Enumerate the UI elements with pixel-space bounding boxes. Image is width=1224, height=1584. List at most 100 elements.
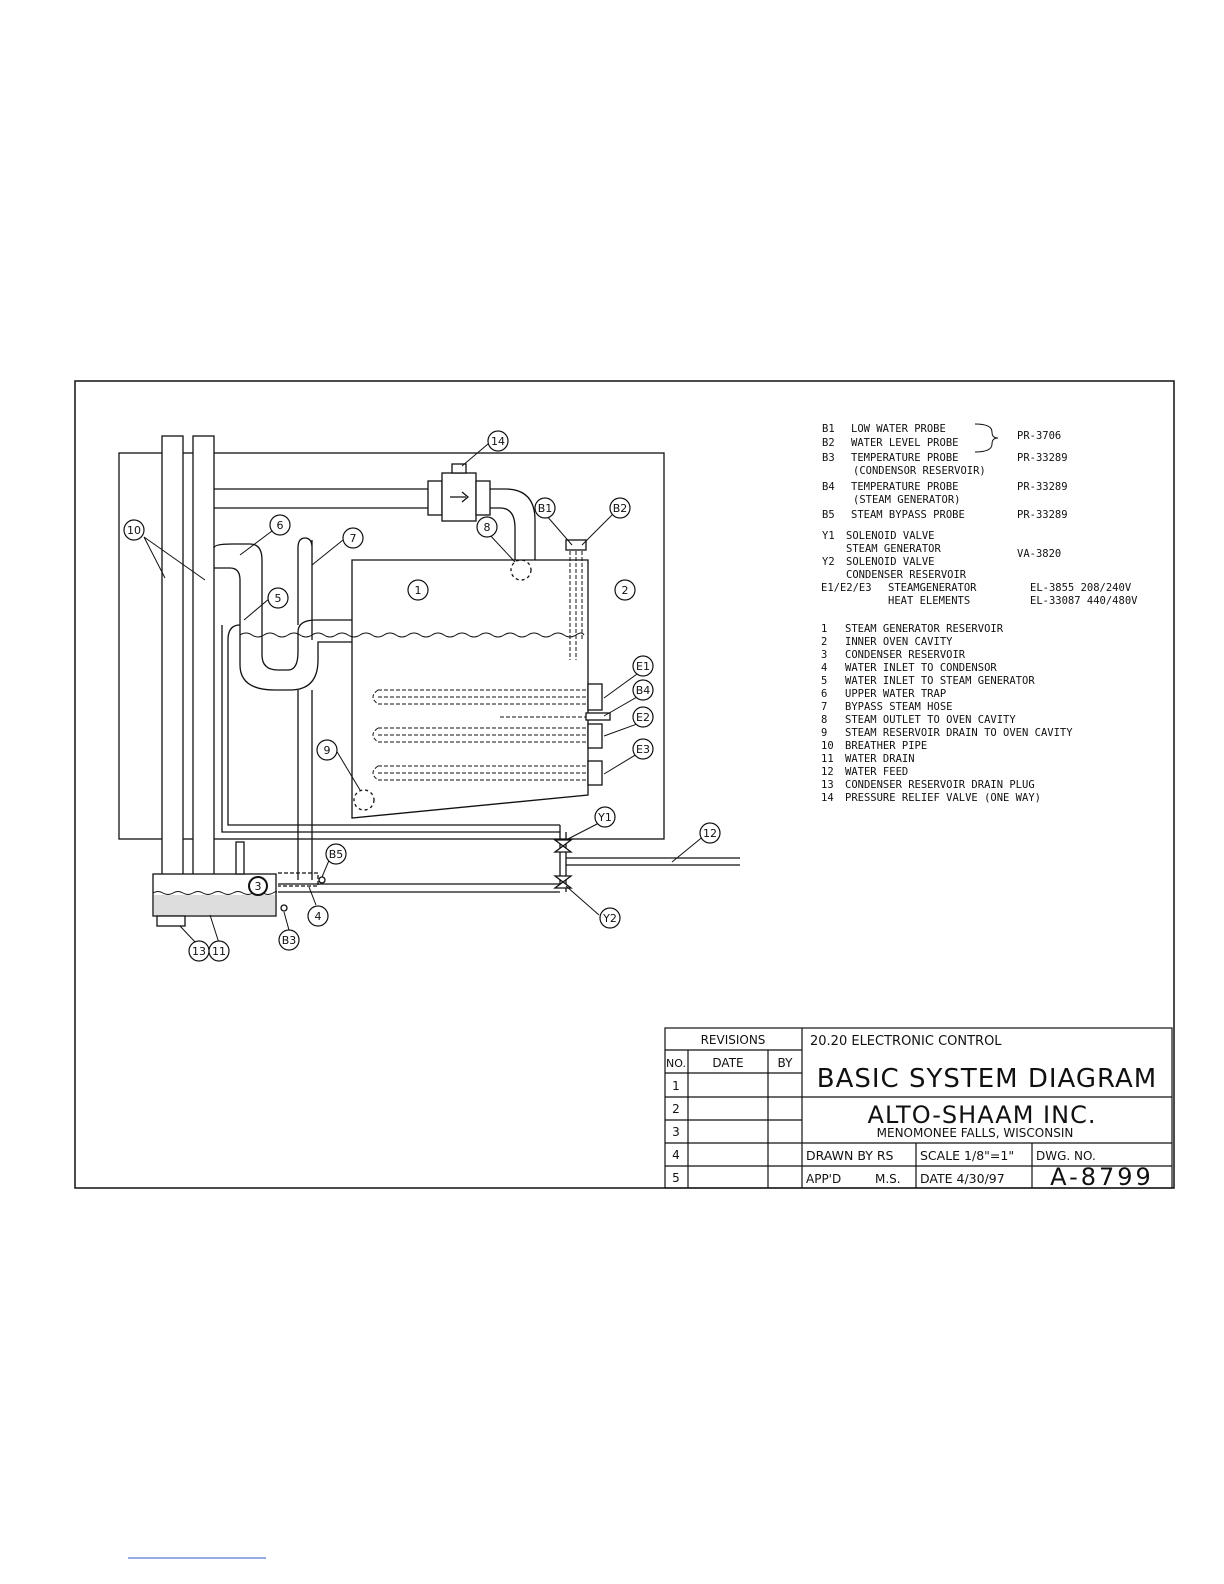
svg-text:8: 8 (484, 521, 491, 534)
probe-head (565, 539, 587, 551)
component-name: BYPASS STEAM HOSE (845, 701, 952, 713)
valve-name: SOLENOID VALVE (846, 556, 935, 568)
component-number: 4 (821, 662, 827, 674)
svg-text:11: 11 (212, 945, 226, 958)
svg-text:5: 5 (275, 592, 282, 605)
revision-row-number: 1 (672, 1079, 680, 1093)
water-feed-line (559, 825, 740, 892)
valve-code: Y1 (822, 530, 835, 542)
water-level (239, 632, 585, 638)
probe-name: STEAM BYPASS PROBE (851, 509, 965, 521)
component-name: STEAM GENERATOR RESERVOIR (845, 623, 1004, 635)
callout-e3: E3 (632, 738, 654, 760)
callout-10: 10 (123, 519, 145, 541)
elements-name: STEAMGENERATOR (888, 582, 977, 594)
probes-b1-b2 (569, 545, 583, 660)
probe-name: LOW WATER PROBE (851, 423, 946, 435)
steam-outlet-pipe (490, 488, 536, 560)
drawing-date: DATE 4/30/97 (920, 1171, 1005, 1186)
svg-text:Y2: Y2 (602, 912, 617, 925)
probe-name: TEMPERATURE PROBE (851, 481, 958, 493)
probe-code: B3 (822, 452, 835, 464)
component-name: CONDENSER RESERVOIR DRAIN PLUG (845, 779, 1035, 791)
callout-5: 5 (267, 587, 289, 609)
callout-y1: Y1 (594, 806, 616, 828)
solenoid-y2 (553, 875, 573, 889)
drawing-number: A-8799 (1050, 1163, 1154, 1191)
valve-name: CONDENSER RESERVOIR (846, 569, 967, 581)
scale: SCALE 1/8"=1" (920, 1148, 1014, 1163)
component-number: 14 (821, 792, 834, 804)
callout-e1: E1 (632, 655, 654, 677)
callout-8: 8 (476, 516, 498, 538)
svg-text:7: 7 (350, 532, 357, 545)
oven-housing (118, 452, 665, 840)
valve-name: STEAM GENERATOR (846, 543, 942, 555)
svg-text:12: 12 (703, 827, 717, 840)
component-number: 9 (821, 727, 827, 739)
callout-2: 2 (614, 579, 636, 601)
callout-3: 3 (248, 876, 268, 896)
water-inlet-condenser (278, 883, 560, 893)
element-e1-terminal (587, 683, 603, 711)
callout-7: 7 (342, 527, 364, 549)
callout-e2: E2 (632, 706, 654, 728)
component-name: INNER OVEN CAVITY (845, 636, 953, 648)
elements-name2: HEAT ELEMENTS (888, 595, 970, 607)
probe-b5 (318, 876, 326, 884)
probe-name: (CONDENSOR RESERVOIR) (853, 465, 986, 477)
elements-code: E1/E2/E3 (821, 582, 872, 594)
part-b3: PR-33289 (1017, 452, 1068, 464)
probe-code: B1 (822, 423, 835, 435)
steam-drain-port (353, 789, 375, 811)
bypass-hose-down (297, 690, 313, 880)
approved-by: M.S. (875, 1172, 901, 1186)
approved-label: APP'D (806, 1172, 841, 1186)
callout-6: 6 (269, 514, 291, 536)
company-location: MENOMONEE FALLS, WISCONSIN (877, 1126, 1074, 1140)
callout-b3: B3 (278, 929, 300, 951)
svg-text:Y1: Y1 (597, 811, 612, 824)
drawing-title: BASIC SYSTEM DIAGRAM (817, 1064, 1158, 1094)
brace-b1-b2 (974, 423, 999, 453)
heat-elements (372, 689, 588, 781)
component-name: WATER DRAIN (845, 753, 915, 765)
callout-13: 13 (188, 940, 210, 962)
part-valve: VA-3820 (1017, 548, 1061, 560)
valve-code: Y2 (822, 556, 835, 568)
company-name: ALTO-SHAAM INC. (868, 1101, 1097, 1129)
by-label: BY (778, 1056, 794, 1070)
condenser-inlet-box (278, 872, 319, 887)
condenser-connector (235, 841, 245, 875)
component-name: STEAM RESERVOIR DRAIN TO OVEN CAVITY (845, 727, 1073, 739)
component-number: 2 (821, 636, 827, 648)
svg-text:E1: E1 (636, 660, 650, 673)
component-name: UPPER WATER TRAP (845, 688, 946, 700)
callout-12: 12 (699, 822, 721, 844)
condenser-fill (154, 895, 275, 915)
callout-b1: B1 (534, 497, 556, 519)
component-number: 8 (821, 714, 827, 726)
component-number: 10 (821, 740, 834, 752)
callout-b2: B2 (609, 497, 631, 519)
callout-b4: B4 (632, 679, 654, 701)
elements-part2: EL-33087 440/480V (1030, 595, 1138, 607)
svg-text:2: 2 (622, 584, 629, 597)
svg-text:14: 14 (491, 435, 505, 448)
probe-b3 (280, 904, 288, 912)
component-name: WATER INLET TO STEAM GENERATOR (845, 675, 1035, 687)
component-number: 1 (821, 623, 827, 635)
svg-text:9: 9 (324, 744, 331, 757)
callout-4: 4 (307, 905, 329, 927)
element-e3-terminal (587, 760, 603, 786)
title-block (664, 1027, 1173, 1189)
svg-text:13: 13 (192, 945, 206, 958)
solenoid-y1 (553, 839, 573, 853)
probe-code: B5 (822, 509, 835, 521)
no-label: NO. (666, 1057, 686, 1070)
svg-text:B3: B3 (282, 934, 297, 947)
